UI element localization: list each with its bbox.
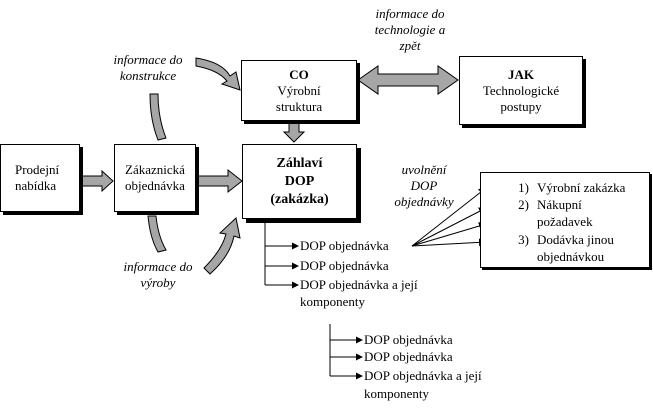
jak-box-line1: Technologické — [482, 82, 560, 98]
info-vyroby-line1: informace do — [123, 259, 193, 274]
release-item-2-num: 2) — [518, 197, 529, 212]
co-to-zahlavi-arrow — [282, 120, 306, 143]
zahlavi-box-line3: (zakázka) — [270, 191, 329, 207]
info-technologie-line1: informace do — [375, 6, 445, 21]
release-item-3-line1: Dodávka jinou — [537, 232, 614, 247]
release-item-3-line2: objednávkou — [537, 249, 605, 264]
jak-box-title: JAK — [508, 66, 534, 82]
tree2-item-1: DOP objednávka — [364, 332, 453, 347]
zahlavi-box-line2: DOP — [284, 173, 315, 189]
release-item-3-num: 3) — [518, 232, 529, 247]
info-vyroby-curved-arrow — [203, 217, 241, 275]
prodejni-box: Prodejní nabídka — [0, 144, 80, 212]
release-arrows — [411, 187, 487, 247]
prodejni-to-zakaznicka-arrow — [79, 169, 114, 193]
tree1-item-3-line1: DOP objednávka a její — [300, 277, 418, 292]
info-konstrukce-label: informace do konstrukce — [98, 52, 198, 84]
info-technologie-line2: technologie a — [374, 22, 446, 37]
tree1-item-3-line2: komponenty — [300, 294, 365, 309]
info-technologie-line3: zpět — [399, 38, 421, 53]
tree2-item-2: DOP objednávka — [364, 349, 453, 364]
release-item-2-line1: Nákupní — [537, 197, 582, 212]
release-item-2-line2: požadavek — [537, 214, 593, 229]
jak-box: JAK Technologické postupy — [459, 56, 583, 125]
uvolneni-label: uvolnění DOP objednávky — [384, 162, 464, 210]
prodejni-box-line1: Prodejní — [15, 162, 60, 177]
jak-box-line2: postupy — [500, 98, 542, 114]
tree1-connectors — [264, 222, 299, 289]
uvolneni-line2: DOP — [410, 178, 438, 193]
uvolneni-line3: objednávky — [394, 194, 454, 209]
release-item-1-num: 1) — [518, 180, 529, 195]
tree1-item-1: DOP objednávka — [300, 238, 389, 253]
info-vyroby-line2: výroby — [140, 275, 176, 290]
uvolneni-line1: uvolnění — [401, 162, 447, 177]
co-box-title: CO — [289, 66, 309, 82]
release-list-box: 1) Výrobní zakázka 2) Nákupní požadavek … — [480, 172, 650, 268]
tree2-item-3-line2: komponenty — [364, 386, 429, 401]
prodejni-box-line2: nabídka — [15, 178, 57, 193]
co-box-line2: struktura — [275, 98, 323, 114]
co-box: CO Výrobní struktura — [241, 60, 357, 121]
co-jak-double-arrow — [357, 65, 459, 95]
zakaznicka-box-line1: Zákaznická — [125, 162, 185, 177]
tree1-item-2: DOP objednávka — [300, 258, 389, 273]
info-konstrukce-line1: informace do — [113, 52, 183, 67]
info-konstrukce-curved-arrow — [195, 57, 241, 91]
info-vyroby-label: informace do výroby — [108, 259, 208, 291]
zakaznicka-to-zahlavi-arrow — [196, 168, 243, 194]
zahlavi-box: Záhlaví DOP (zakázka) — [242, 144, 357, 219]
tree2-item-3-line1: DOP objednávka a její — [364, 368, 482, 383]
zahlavi-box-line1: Záhlaví — [276, 155, 323, 171]
zakaznicka-box: Zákaznická objednávka — [114, 144, 196, 212]
release-item-1-text: Výrobní zakázka — [537, 180, 626, 195]
zakaznicka-box-line2: objednávka — [125, 178, 185, 193]
vyroby-tail-curve — [147, 215, 167, 253]
konstrukce-tail-curve — [149, 93, 167, 141]
co-box-line1: Výrobní — [277, 82, 321, 98]
info-technologie-label: informace do technologie a zpět — [360, 6, 460, 54]
info-konstrukce-line2: konstrukce — [119, 68, 177, 83]
tree2-connectors — [329, 324, 363, 380]
